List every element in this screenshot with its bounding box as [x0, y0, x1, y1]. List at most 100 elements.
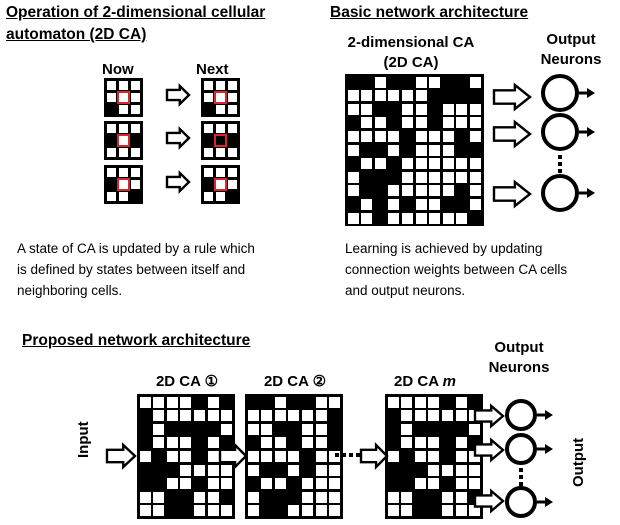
ca-cell — [228, 136, 237, 145]
ca-cell — [429, 185, 441, 197]
ca-cell — [442, 130, 454, 142]
now-grid — [104, 121, 143, 160]
ca-cell — [180, 464, 192, 476]
ca-cell — [193, 410, 205, 422]
ca-cell — [415, 130, 427, 142]
ca-cell — [301, 423, 313, 435]
ca-cell — [329, 396, 341, 408]
proposed-ca-grid-m — [385, 394, 483, 519]
update-arrow — [165, 170, 191, 194]
ca-cell — [415, 144, 427, 156]
neuron-ellipsis-dot — [558, 169, 562, 173]
ca-cell — [469, 423, 481, 435]
ca-cell — [221, 464, 233, 476]
ca-cell — [288, 491, 300, 503]
neuron-ellipsis-dot — [558, 162, 562, 166]
ca-cell — [401, 76, 413, 88]
next-grid — [201, 165, 240, 204]
ca-cell — [347, 171, 359, 183]
ca-cell — [221, 410, 233, 422]
ca-cell — [374, 117, 386, 129]
ca-cell — [455, 464, 467, 476]
ca-cell — [441, 491, 453, 503]
basic-heading: Basic network architecture — [330, 4, 529, 21]
ca-cell — [301, 491, 313, 503]
ca-cell — [361, 130, 373, 142]
ca-cell — [301, 437, 313, 449]
ca-cell — [401, 103, 413, 115]
ca-cell — [388, 76, 400, 88]
ca-cell — [261, 491, 273, 503]
ca-cell — [456, 90, 468, 102]
ca-cell — [180, 478, 192, 490]
ca-cell — [455, 491, 467, 503]
ca-cell — [456, 130, 468, 142]
ca-cell — [274, 437, 286, 449]
ca-cell — [387, 450, 399, 462]
ca-cell — [204, 81, 213, 90]
ca-cell — [139, 505, 151, 517]
ca-cell — [193, 423, 205, 435]
ca-cell — [216, 81, 225, 90]
ca-cell — [361, 117, 373, 129]
ca-cell — [261, 396, 273, 408]
ca-cell — [429, 130, 441, 142]
ca-cell — [415, 117, 427, 129]
next-grid — [201, 78, 240, 117]
ca-cell — [442, 76, 454, 88]
ca-cell — [315, 410, 327, 422]
ca-cell — [347, 144, 359, 156]
ca-cell — [469, 396, 481, 408]
output-side-label: Output — [570, 437, 587, 487]
operation-description-line2: is defined by states between itself and — [17, 262, 246, 277]
ca-cell — [374, 171, 386, 183]
ca-cell — [315, 491, 327, 503]
ca-cell — [216, 148, 225, 157]
ca-cell — [429, 117, 441, 129]
ca-cell — [204, 168, 213, 177]
ca-cell — [228, 148, 237, 157]
ca-cell — [374, 130, 386, 142]
ca-cell — [153, 478, 165, 490]
input-arrow — [105, 442, 137, 470]
ca-cell — [429, 144, 441, 156]
ca-cell — [117, 178, 130, 191]
ca-cell — [441, 396, 453, 408]
ca-cell — [193, 450, 205, 462]
ca-cell — [329, 410, 341, 422]
ca-cell — [288, 478, 300, 490]
ca-cell — [329, 505, 341, 517]
ca-cell — [401, 185, 413, 197]
ca-cell — [455, 410, 467, 422]
ca-cell — [193, 464, 205, 476]
ca-cell — [374, 144, 386, 156]
ca-cell — [347, 103, 359, 115]
ca-cell — [228, 180, 237, 189]
ca-cell — [469, 171, 481, 183]
ca-cell — [261, 505, 273, 517]
proposed-input-arrow-1 — [473, 403, 505, 429]
ca-cell — [139, 410, 151, 422]
ca-cell — [414, 464, 426, 476]
ca-cell — [228, 93, 237, 102]
ca-cell — [469, 437, 481, 449]
ca-cell — [442, 212, 454, 224]
next-label: Next — [196, 61, 229, 78]
ca-cell — [274, 505, 286, 517]
ca-cell — [301, 396, 313, 408]
ca-cell — [374, 212, 386, 224]
ca-cell — [131, 136, 140, 145]
ca-cell — [469, 212, 481, 224]
basic-input-arrow-1 — [492, 82, 532, 112]
output-neuron-3 — [541, 174, 595, 212]
ca-cell — [469, 158, 481, 170]
ca-cell — [469, 144, 481, 156]
ca-cell — [107, 105, 116, 114]
ca-chain-ellipsis-dot — [356, 453, 360, 457]
ca-cell — [361, 212, 373, 224]
ca-cell — [247, 410, 259, 422]
ca-cell — [442, 158, 454, 170]
ca-cell — [374, 158, 386, 170]
ca-cell — [401, 410, 413, 422]
ca-cell — [221, 423, 233, 435]
